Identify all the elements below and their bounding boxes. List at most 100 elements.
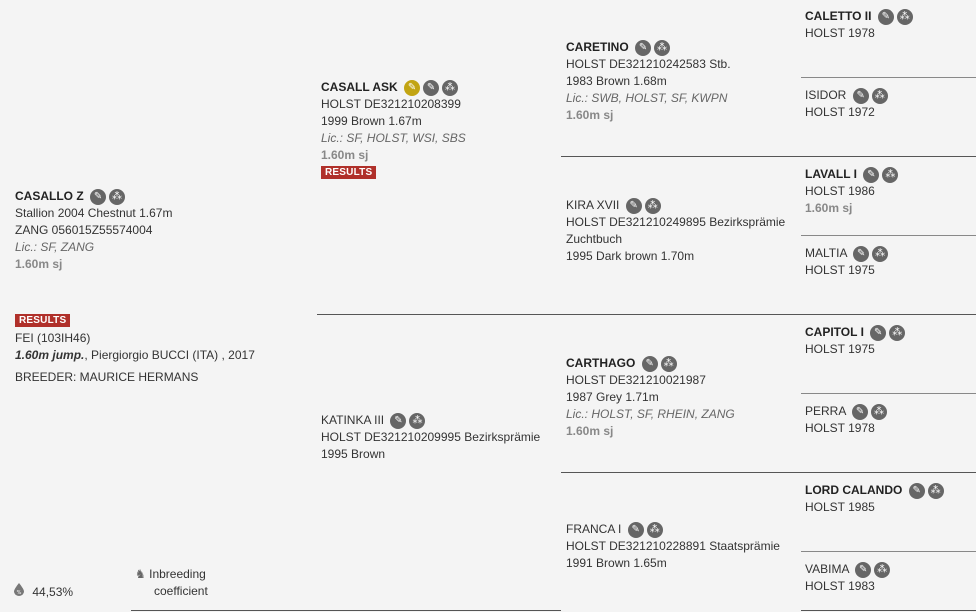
g4-name[interactable]: CALETTO II [805,9,872,23]
pedigree-icon[interactable]: ⁂ [872,245,889,262]
sire-sire: CARETINO ✎⁂ HOLST DE321210242583 Stb. 19… [566,39,731,124]
pedigree-icon[interactable]: ⁂ [654,39,671,56]
ss-reg: HOLST DE321210242583 Stb. [566,57,731,71]
fei-id[interactable]: FEI (103IH46) [15,331,91,345]
sd-reg: HOLST DE321210249895 Bezirksprämie [566,215,786,229]
pencil-icon[interactable]: ✎ [423,79,440,96]
dam-name[interactable]: KATINKA III [321,413,385,427]
g4-name[interactable]: ISIDOR [805,88,847,102]
g4-info: HOLST 1972 [805,105,875,119]
horse-lic: Lic.: SF, ZANG [15,240,95,254]
pencil-icon[interactable]: ✎ [641,355,658,372]
sire-dam: KIRA XVII ✎⁂ HOLST DE321210249895 Bezirk… [566,197,785,265]
g4-info: HOLST 1975 [805,263,875,277]
horse-icon: ♞ [135,567,146,581]
horse-sj: 1.60m sj [15,257,63,271]
g4-name[interactable]: LORD CALANDO [805,483,903,497]
dd-name[interactable]: FRANCA I [566,522,622,536]
pedigree-icon[interactable]: ⁂ [889,324,906,341]
pencil-icon[interactable]: ✎ [863,166,880,183]
ss-name[interactable]: CARETINO [566,40,629,54]
pencil-icon[interactable]: ✎ [90,188,107,205]
g4-isidor: ISIDOR ✎⁂ HOLST 1972 [805,87,888,121]
g4-info: HOLST 1978 [805,421,875,435]
pedigree-icon[interactable]: ⁂ [442,79,459,96]
pedigree-icon[interactable]: ⁂ [646,521,663,538]
percent-drop-icon: % [14,583,24,596]
g4-name[interactable]: VABIMA [805,562,849,576]
pencil-icon[interactable]: ✎ [627,521,644,538]
pencil-icon[interactable]: ✎ [870,324,887,341]
breeder: BREEDER: MAURICE HERMANS [15,370,199,384]
pedigree-icon[interactable]: ⁂ [871,87,888,104]
pencil-icon-gold[interactable]: ✎ [404,79,421,96]
g4-name[interactable]: LAVALL I [805,167,857,181]
pencil-icon[interactable]: ✎ [852,403,869,420]
sd-book: Zuchtbuch [566,232,623,246]
g4-lavall: LAVALL I ✎⁂ HOLST 1986 1.60m sj [805,166,899,217]
inbreeding-label-1: Inbreeding [149,567,206,581]
g4-name[interactable]: CAPITOL I [805,325,864,339]
pencil-icon[interactable]: ✎ [852,87,869,104]
pedigree-icon[interactable]: ⁂ [882,166,899,183]
pencil-icon[interactable]: ✎ [625,197,642,214]
g4-info: HOLST 1985 [805,500,875,514]
divider-g4-2 [801,235,976,236]
pedigree-icon[interactable]: ⁂ [927,482,944,499]
horse-reg: ZANG 056015Z55574004 [15,223,153,237]
g4-info: HOLST 1986 [805,184,875,198]
g4-info: HOLST 1983 [805,579,875,593]
pedigree-icon[interactable]: ⁂ [871,403,888,420]
sire-sj: 1.60m sj [321,148,369,162]
pencil-icon[interactable]: ✎ [908,482,925,499]
divider-sire-dam [317,314,976,315]
dam-reg: HOLST DE321210209995 Bezirksprämie [321,430,541,444]
g4-caletto: CALETTO II ✎⁂ HOLST 1978 [805,8,913,42]
sire-lic: Lic.: SF, HOLST, WSI, SBS [321,131,466,145]
sire: CASALL ASK ✎✎⁂ HOLST DE321210208399 1999… [321,79,466,179]
g4-name[interactable]: MALTIA [805,246,847,260]
pedigree-icon[interactable]: ⁂ [874,561,891,578]
divider-g4-3 [801,393,976,394]
results-button[interactable]: RESULTS [321,166,377,179]
pencil-icon[interactable]: ✎ [635,39,652,56]
inbreeding-label-2: coefficient [154,584,208,598]
pedigree-icon[interactable]: ⁂ [109,188,126,205]
sd-name[interactable]: KIRA XVII [566,198,620,212]
g4-info: HOLST 1978 [805,26,875,40]
g4-sj: 1.60m sj [805,201,853,215]
divider-ss-sd [561,156,976,157]
pencil-icon[interactable]: ✎ [853,245,870,262]
ss-lic: Lic.: SWB, HOLST, SF, KWPN [566,91,728,105]
sire-info: 1999 Brown 1.67m [321,114,422,128]
dam-info: 1995 Brown [321,447,386,461]
dd-reg: HOLST DE321210228891 Staatsprämie [566,539,780,553]
divider-bottom [801,610,976,611]
ds-sj: 1.60m sj [566,424,614,438]
ds-info: 1987 Grey 1.71m [566,390,659,404]
pedigree-icon[interactable]: ⁂ [644,197,661,214]
ss-info: 1983 Brown 1.68m [566,74,667,88]
achievement-level: 1.60m jump. [15,348,85,362]
ds-reg: HOLST DE321210021987 [566,373,706,387]
g4-name[interactable]: PERRA [805,404,846,418]
divider-g4-1 [801,77,976,78]
g4-perra: PERRA ✎⁂ HOLST 1978 [805,403,888,437]
horse-name[interactable]: CASALLO Z [15,189,84,203]
results-button[interactable]: RESULTS [15,314,71,327]
achievement-detail: , Piergiorgio BUCCI (ITA) , 2017 [84,348,255,362]
sire-name[interactable]: CASALL ASK [321,80,398,94]
pencil-icon[interactable]: ✎ [855,561,872,578]
dam-sire: CARTHAGO ✎⁂ HOLST DE321210021987 1987 Gr… [566,355,735,440]
inbreeding-coefficient[interactable]: ♞ Inbreeding coefficient [135,566,208,600]
dam: KATINKA III ✎⁂ HOLST DE321210209995 Bezi… [321,412,540,463]
pedigree-icon[interactable]: ⁂ [896,8,913,25]
dd-info: 1991 Brown 1.65m [566,556,667,570]
horse-info: Stallion 2004 Chestnut 1.67m [15,206,173,220]
pedigree-icon[interactable]: ⁂ [409,412,426,429]
pencil-icon[interactable]: ✎ [877,8,894,25]
ds-name[interactable]: CARTHAGO [566,356,636,370]
pedigree-icon[interactable]: ⁂ [660,355,677,372]
ss-sj: 1.60m sj [566,108,614,122]
pencil-icon[interactable]: ✎ [390,412,407,429]
